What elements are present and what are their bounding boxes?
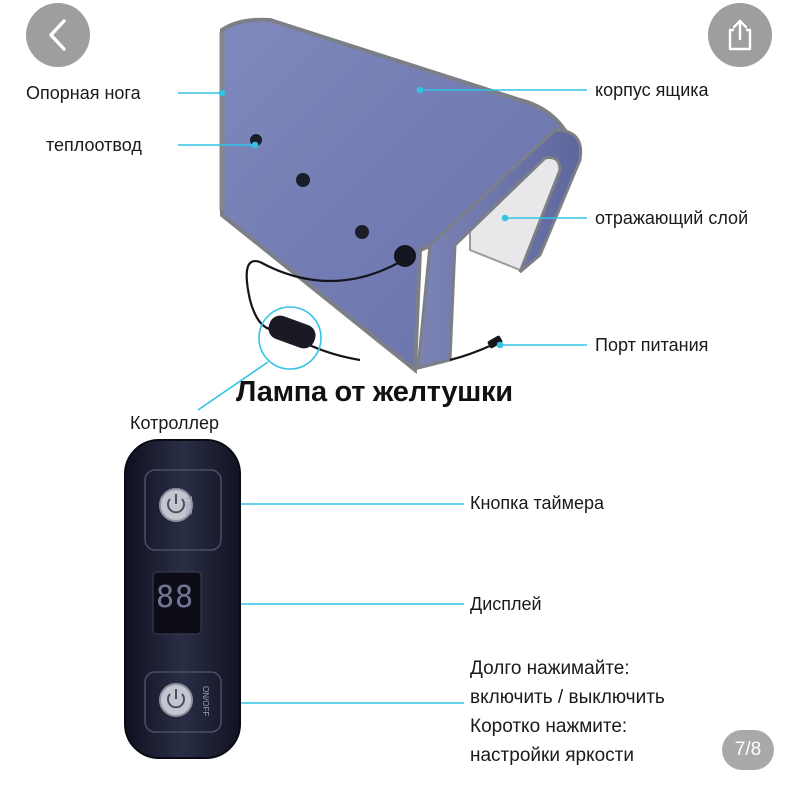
label-controller: Котроллер: [130, 412, 219, 434]
label-timer-button: Кнопка таймера: [470, 492, 604, 514]
instruction-line: включить / выключить: [470, 683, 665, 712]
timer-mark: TIME: [184, 496, 193, 515]
back-button[interactable]: [26, 3, 90, 67]
page-title: Лампа от желтушки: [236, 376, 513, 409]
power-mark: ON/OFF: [201, 686, 210, 716]
vent-hole: [296, 173, 310, 187]
share-icon: [725, 18, 755, 52]
image-counter: 7/8: [722, 730, 774, 770]
instruction-line: настройки яркости: [470, 741, 665, 770]
label-box-body: корпус ящика: [595, 79, 709, 101]
display-digits: 88: [156, 580, 194, 615]
share-button[interactable]: [708, 3, 772, 67]
label-power-port: Порт питания: [595, 334, 708, 356]
lamp-box: [222, 20, 581, 370]
instruction-line: Коротко нажмите:: [470, 712, 665, 741]
label-support-leg: Опорная нога: [26, 82, 141, 104]
label-heat-sink: теплоотвод: [46, 134, 142, 156]
power-button-graphic: [160, 684, 192, 716]
label-reflective-layer: отражающий слой: [595, 207, 748, 229]
label-display: Дисплей: [470, 593, 542, 615]
instructions: Долго нажимайте: включить / выключить Ко…: [470, 654, 665, 770]
chevron-left-icon: [45, 18, 71, 52]
instruction-line: Долго нажимайте:: [470, 654, 665, 683]
vent-hole: [355, 225, 369, 239]
